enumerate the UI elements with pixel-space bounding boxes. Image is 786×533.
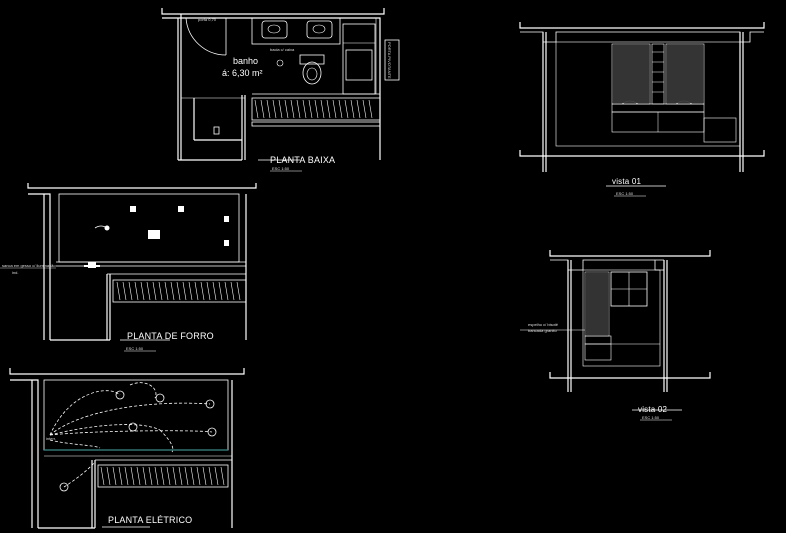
- scale-vista-01: ESC 1:50: [616, 191, 634, 196]
- title-planta-forro: PLANTA DE FORRO: [127, 331, 214, 341]
- vista02-note: espelho c/ bisotê: [528, 322, 559, 327]
- side-note: PORTA PIVOTANTE: [387, 42, 392, 79]
- vista-02-drawing: [520, 250, 711, 421]
- forro-note: sanca em gesso c/ iluminação: [2, 263, 56, 268]
- title-vista-01: vista 01: [612, 177, 642, 186]
- eletrico-note: interr.: [46, 436, 57, 441]
- forro-note-2: ind.: [12, 270, 19, 275]
- room-area: á: 6,30 m²: [222, 68, 263, 78]
- planta-baixa-drawing: [161, 8, 400, 172]
- vista02-note-2: bancada granito: [528, 328, 557, 333]
- room-name: banho: [233, 56, 259, 66]
- scale-planta-baixa: ESC 1:50: [272, 166, 290, 171]
- planta-eletrico-drawing: [9, 368, 245, 529]
- title-planta-eletrico: PLANTA ELÉTRICO: [108, 515, 193, 525]
- planta-forro-drawing: [0, 183, 257, 352]
- vista-01-drawing: [519, 22, 765, 197]
- door-note: porta 0,70: [198, 17, 217, 22]
- title-planta-baixa: PLANTA BAIXA: [270, 155, 336, 165]
- toilet-note: bacia c/ caixa: [270, 47, 295, 52]
- scale-planta-forro: ESC 1:50: [126, 346, 144, 351]
- scale-vista-02: ESC 1:50: [642, 415, 660, 420]
- title-vista-02: vista 02: [638, 405, 668, 414]
